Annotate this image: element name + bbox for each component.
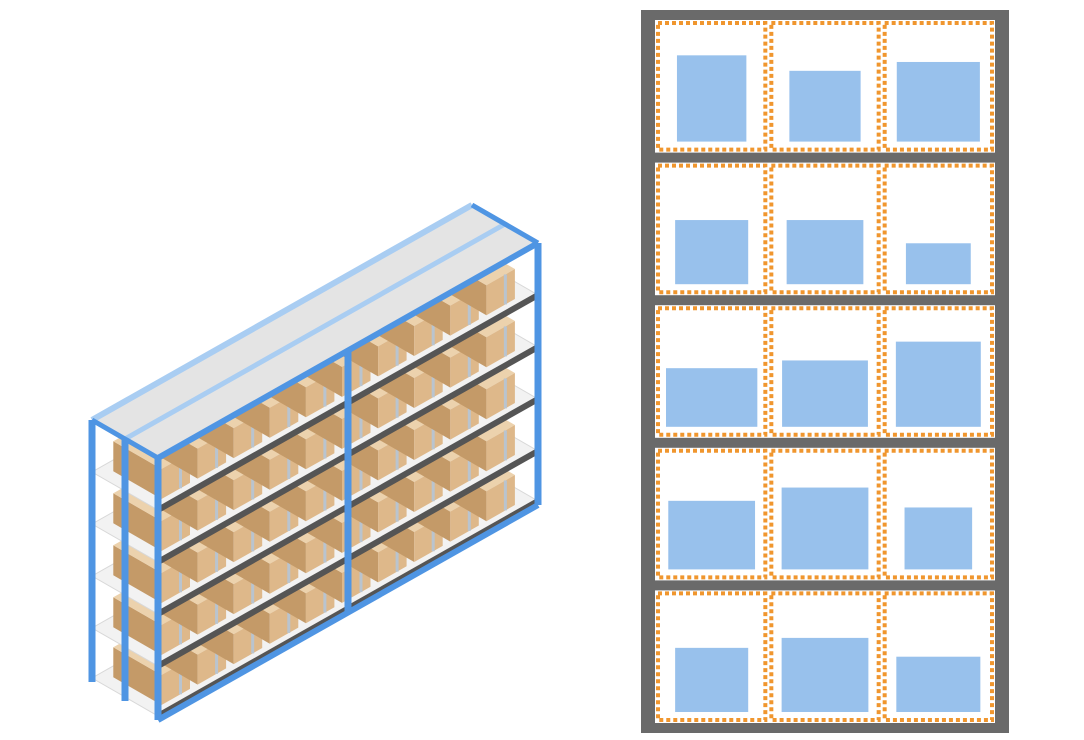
box-front bbox=[486, 321, 515, 368]
bin-outline bbox=[882, 163, 995, 295]
bin-outline bbox=[882, 21, 995, 152]
stored-item bbox=[789, 70, 861, 142]
stored-item bbox=[905, 243, 971, 285]
stored-item bbox=[675, 220, 749, 285]
storage-bins bbox=[656, 21, 995, 723]
bin-outline bbox=[656, 21, 768, 152]
stored-item bbox=[668, 500, 756, 570]
bin-outline bbox=[769, 306, 881, 437]
stored-item bbox=[781, 487, 869, 570]
stored-item bbox=[675, 647, 749, 712]
right-post bbox=[995, 10, 1009, 733]
bin-outline bbox=[882, 448, 995, 580]
bin-outline bbox=[769, 163, 881, 295]
top-mid-rail bbox=[123, 221, 507, 442]
shelf-beam bbox=[641, 580, 1009, 591]
shelf-levels bbox=[90, 241, 540, 719]
stored-item bbox=[666, 368, 758, 427]
bin-outline bbox=[769, 591, 881, 723]
box-front bbox=[486, 269, 515, 316]
bottom-front-rail bbox=[156, 502, 540, 723]
rack-frame bbox=[641, 10, 1009, 733]
stored-item bbox=[896, 61, 980, 142]
stored-item bbox=[896, 656, 981, 712]
top-back-rail bbox=[90, 202, 474, 423]
stored-item bbox=[786, 220, 864, 285]
bin-outline bbox=[769, 21, 881, 152]
shelf-beam bbox=[641, 152, 1009, 163]
stored-item bbox=[782, 360, 868, 427]
stored-item bbox=[676, 55, 747, 142]
bin-outline bbox=[769, 448, 881, 580]
front-posts bbox=[88, 243, 542, 723]
box-front bbox=[486, 475, 515, 522]
shelf-beam bbox=[641, 723, 1009, 733]
shelf-beam bbox=[641, 437, 1009, 448]
box-front bbox=[486, 425, 515, 472]
bin-outline bbox=[882, 591, 995, 723]
bin-outline bbox=[656, 591, 768, 723]
bin-outline bbox=[656, 163, 768, 295]
bin-outline bbox=[882, 306, 995, 437]
top-right-rail bbox=[470, 202, 540, 246]
shelf-beam bbox=[641, 10, 1009, 20]
box-front bbox=[486, 373, 515, 420]
stored-item bbox=[895, 341, 981, 427]
stored-item bbox=[781, 637, 869, 712]
bin-outline bbox=[656, 306, 768, 437]
shelf-beam bbox=[641, 295, 1009, 306]
left-post bbox=[641, 10, 655, 733]
stored-items bbox=[666, 55, 981, 712]
bin-outline bbox=[656, 448, 768, 580]
stored-item bbox=[904, 507, 973, 570]
